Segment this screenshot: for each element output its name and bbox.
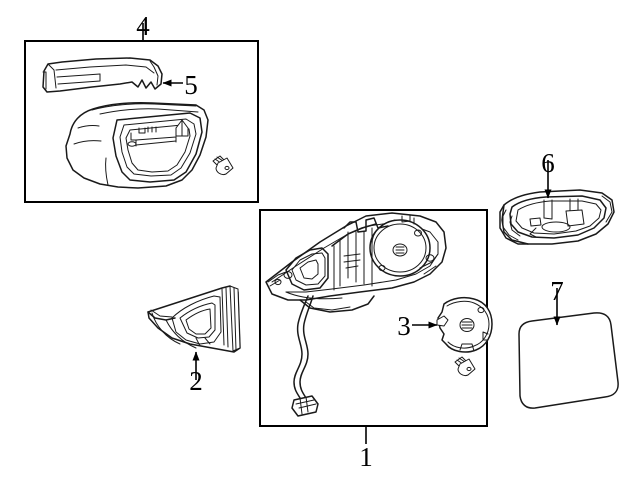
group-box-4 <box>24 40 259 203</box>
callout-number-2: 2 <box>189 366 203 396</box>
part-mirror-cover-screw <box>212 155 234 175</box>
part-mirror-inner-bracket-cover <box>147 285 241 353</box>
callout-number-5: 5 <box>184 70 198 100</box>
part-mirror-lower-cover <box>499 189 615 245</box>
callout-number-7: 7 <box>550 276 564 306</box>
part-mirror-actuator-motor <box>436 296 493 353</box>
part-mirror-glass <box>518 312 619 409</box>
part-mirror-cover-cap <box>65 102 209 189</box>
part-mirror-assembly-screw <box>454 356 476 376</box>
part-mirror-assembly-housing <box>265 212 447 417</box>
callout-number-6: 6 <box>541 148 555 178</box>
callout-number-3: 3 <box>397 311 411 341</box>
callout-number-1: 1 <box>359 442 373 472</box>
part-mirror-cover-trim-strip <box>42 57 163 93</box>
callout-number-4: 4 <box>136 11 150 41</box>
